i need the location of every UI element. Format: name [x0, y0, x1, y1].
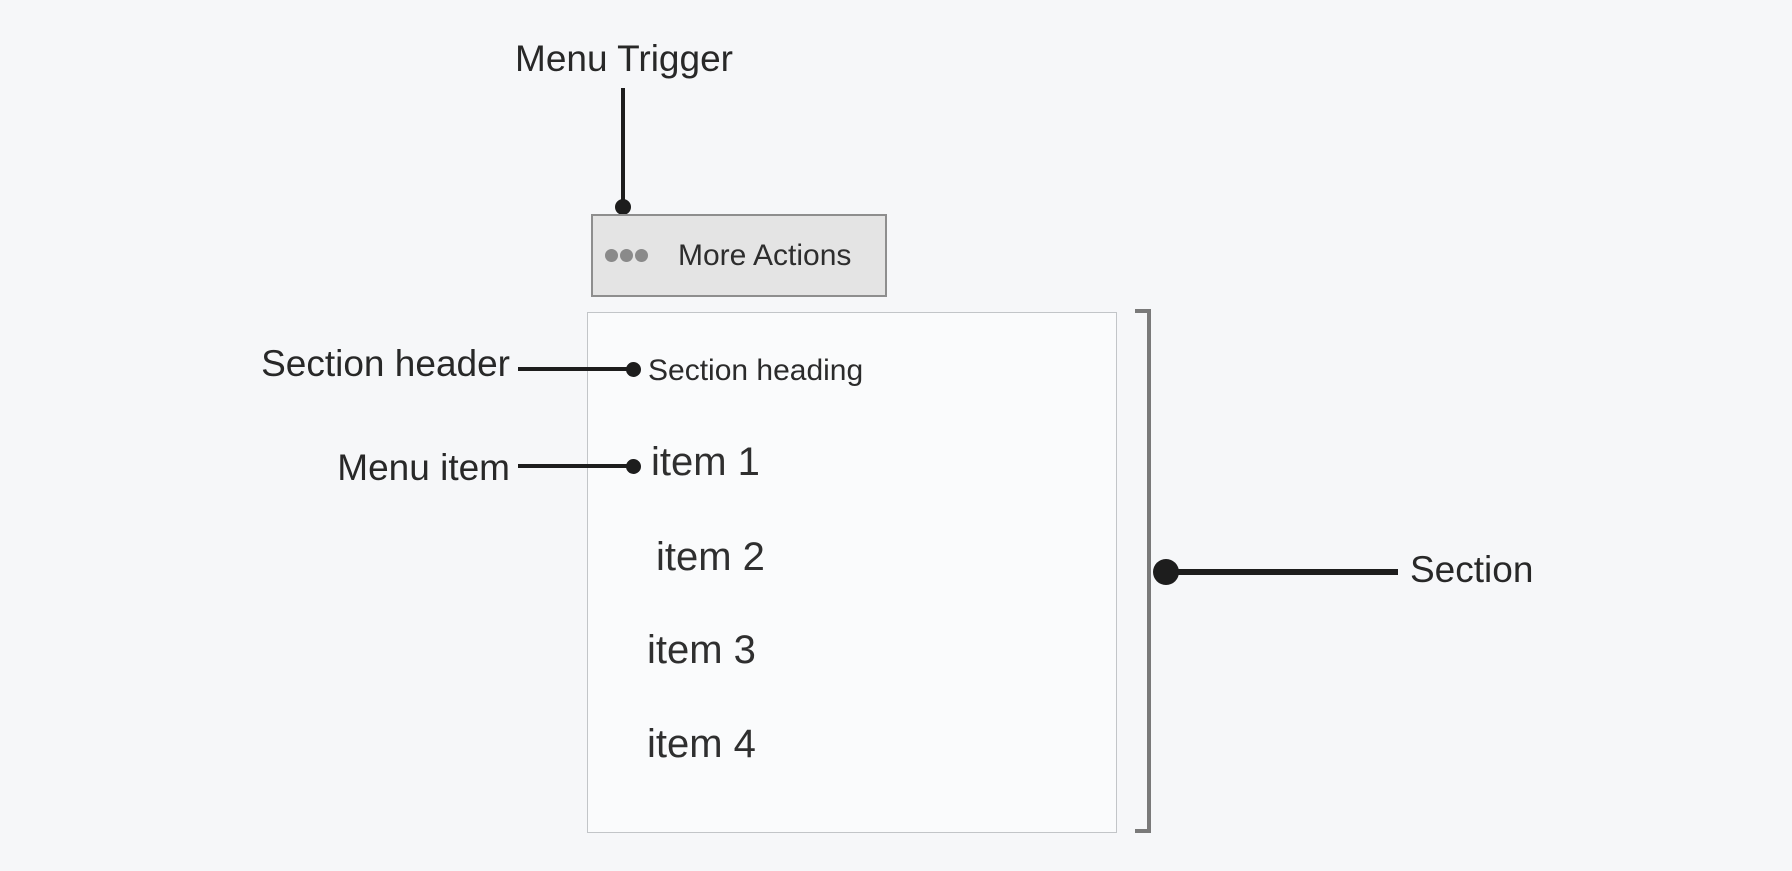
menu-item[interactable]: item 2 — [656, 535, 765, 579]
callout-label-section-header: Section header — [261, 343, 510, 384]
callout-dot-menu-item — [626, 459, 641, 474]
ellipsis-dot — [635, 249, 648, 262]
callout-label-menu-trigger: Menu Trigger — [515, 38, 733, 79]
callout-label-section: Section — [1410, 549, 1534, 590]
menu-item[interactable]: item 4 — [647, 722, 756, 766]
menu-panel: Section heading item 1 item 2 item 3 ite… — [587, 312, 1117, 833]
callout-line-section — [1172, 569, 1398, 575]
callout-dot-menu-trigger — [615, 199, 631, 215]
callout-line-menu-trigger — [621, 88, 625, 202]
more-actions-label: More Actions — [678, 238, 852, 272]
ellipsis-icon — [605, 249, 648, 262]
callout-line-menu-item — [518, 464, 628, 468]
section-bracket — [1135, 309, 1151, 833]
callout-dot-section-header — [626, 362, 641, 377]
callout-line-section-header — [518, 367, 630, 371]
more-actions-button[interactable]: More Actions — [591, 214, 887, 297]
menu-section-heading: Section heading — [648, 354, 864, 387]
callout-label-menu-item: Menu item — [337, 447, 510, 488]
ellipsis-dot — [605, 249, 618, 262]
ellipsis-dot — [620, 249, 633, 262]
menu-item[interactable]: item 1 — [651, 440, 760, 484]
menu-item[interactable]: item 3 — [647, 628, 756, 672]
